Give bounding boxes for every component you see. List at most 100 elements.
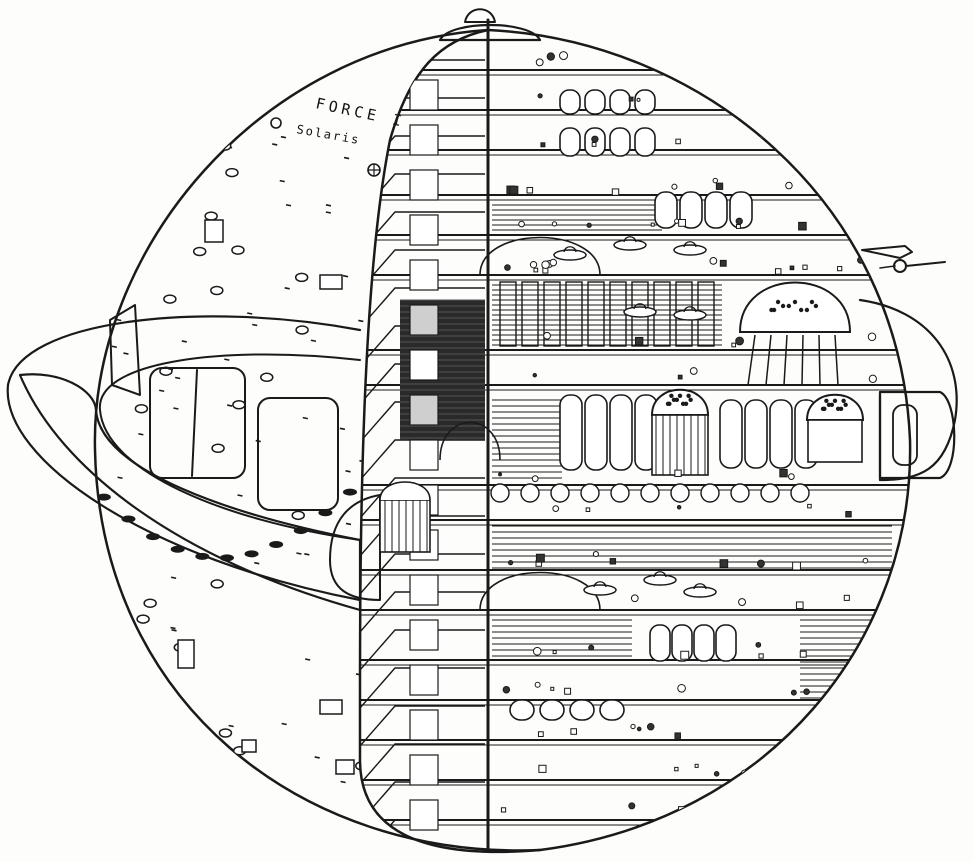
- cabin-module: [409, 79, 439, 111]
- hull-rivet: [117, 476, 123, 480]
- equipment: [694, 763, 699, 768]
- equipment: [504, 264, 511, 271]
- fuel-tank: [569, 699, 595, 721]
- support-leg: [765, 334, 772, 386]
- cabin-module: [409, 394, 439, 426]
- saucer-craft: [623, 306, 657, 318]
- equipment: [526, 186, 534, 194]
- equipment: [713, 771, 720, 777]
- hull-rivet: [130, 764, 136, 768]
- hull-rivet: [227, 404, 233, 407]
- equipment: [738, 598, 747, 607]
- pod-hatch: [610, 483, 630, 503]
- hull-port: [143, 598, 157, 608]
- hull-rivet: [123, 352, 129, 355]
- dome-port: [680, 401, 686, 406]
- equipment: [646, 722, 655, 731]
- hull-rivet: [131, 129, 137, 133]
- reactor-core: [651, 414, 709, 476]
- equipment: [677, 374, 683, 380]
- equipment: [636, 726, 642, 732]
- saucer-craft: [593, 581, 607, 588]
- dome-port: [826, 402, 832, 407]
- hull-rivet: [310, 339, 317, 343]
- arch: [439, 421, 501, 461]
- equipment: [862, 557, 869, 564]
- hull-port: [163, 294, 177, 304]
- equipment: [869, 95, 874, 100]
- dome-port: [843, 402, 848, 407]
- hull-rivet: [112, 638, 118, 642]
- machinery-unit: [609, 281, 627, 347]
- hull-port: [210, 579, 224, 589]
- hull-port: [218, 728, 233, 738]
- equipment: [858, 58, 864, 64]
- equipment: [795, 601, 804, 610]
- equipment: [609, 558, 617, 565]
- dome-port: [824, 398, 829, 403]
- hull-port: [291, 510, 305, 521]
- machinery-unit: [543, 281, 561, 347]
- fuel-tank: [609, 394, 633, 471]
- saucer-craft: [643, 574, 677, 586]
- fuel-tank: [609, 89, 631, 115]
- equipment: [762, 53, 767, 58]
- hull-hatch: [204, 219, 224, 243]
- ring-port: [72, 468, 86, 475]
- hull-port: [222, 790, 236, 801]
- hull-rivet: [314, 756, 320, 759]
- hull-rivet: [238, 117, 244, 121]
- hull-port: [136, 614, 150, 624]
- equipment: [867, 332, 877, 342]
- fuel-tank: [719, 399, 743, 469]
- dome-port: [813, 303, 819, 309]
- equipment: [634, 336, 644, 346]
- machinery-unit: [521, 281, 539, 347]
- hull-rivet: [159, 389, 165, 393]
- power-dome: [805, 393, 865, 421]
- equipment: [709, 257, 718, 265]
- equipment: [552, 505, 560, 512]
- equipment: [636, 97, 641, 102]
- pod-hatch: [580, 483, 600, 503]
- saucer-craft: [553, 249, 587, 261]
- fuel-tank: [559, 89, 581, 115]
- equipment: [532, 372, 538, 378]
- equipment: [689, 367, 698, 375]
- fuel-tank: [704, 191, 728, 229]
- equipment: [552, 650, 557, 655]
- ring-port: [318, 509, 333, 517]
- saucer-craft: [683, 586, 717, 598]
- cabin-module: [409, 214, 439, 246]
- ring-port: [23, 412, 37, 419]
- equipment: [531, 475, 539, 483]
- equipment: [591, 142, 597, 147]
- equipment: [868, 374, 877, 383]
- dome-port: [809, 299, 815, 305]
- ring-port: [343, 488, 357, 496]
- hull-rivet: [345, 470, 351, 473]
- hull-rivet: [284, 287, 290, 290]
- hull-rivet: [272, 143, 278, 146]
- dome-port: [835, 406, 841, 411]
- hull-rivet: [254, 561, 260, 565]
- hull-port: [217, 131, 232, 141]
- hull-hatch: [319, 699, 343, 715]
- cabin-module: [409, 124, 439, 156]
- equipment: [721, 98, 727, 104]
- equipment: [779, 468, 788, 478]
- shuttle-craft: [861, 245, 946, 273]
- hull-rivet: [339, 427, 346, 431]
- equipment: [798, 221, 807, 231]
- hull-rivet: [145, 201, 151, 204]
- equipment: [502, 685, 511, 694]
- equipment: [865, 769, 871, 775]
- hull-port: [116, 770, 130, 780]
- equipment: [533, 267, 539, 273]
- ring-port: [219, 554, 234, 562]
- cabin-module: [409, 664, 439, 696]
- equipment: [719, 559, 729, 568]
- outer-hull: FORCE I Solaris: [18, 28, 542, 852]
- saucer-craft: [683, 241, 697, 248]
- hull-port: [295, 325, 309, 335]
